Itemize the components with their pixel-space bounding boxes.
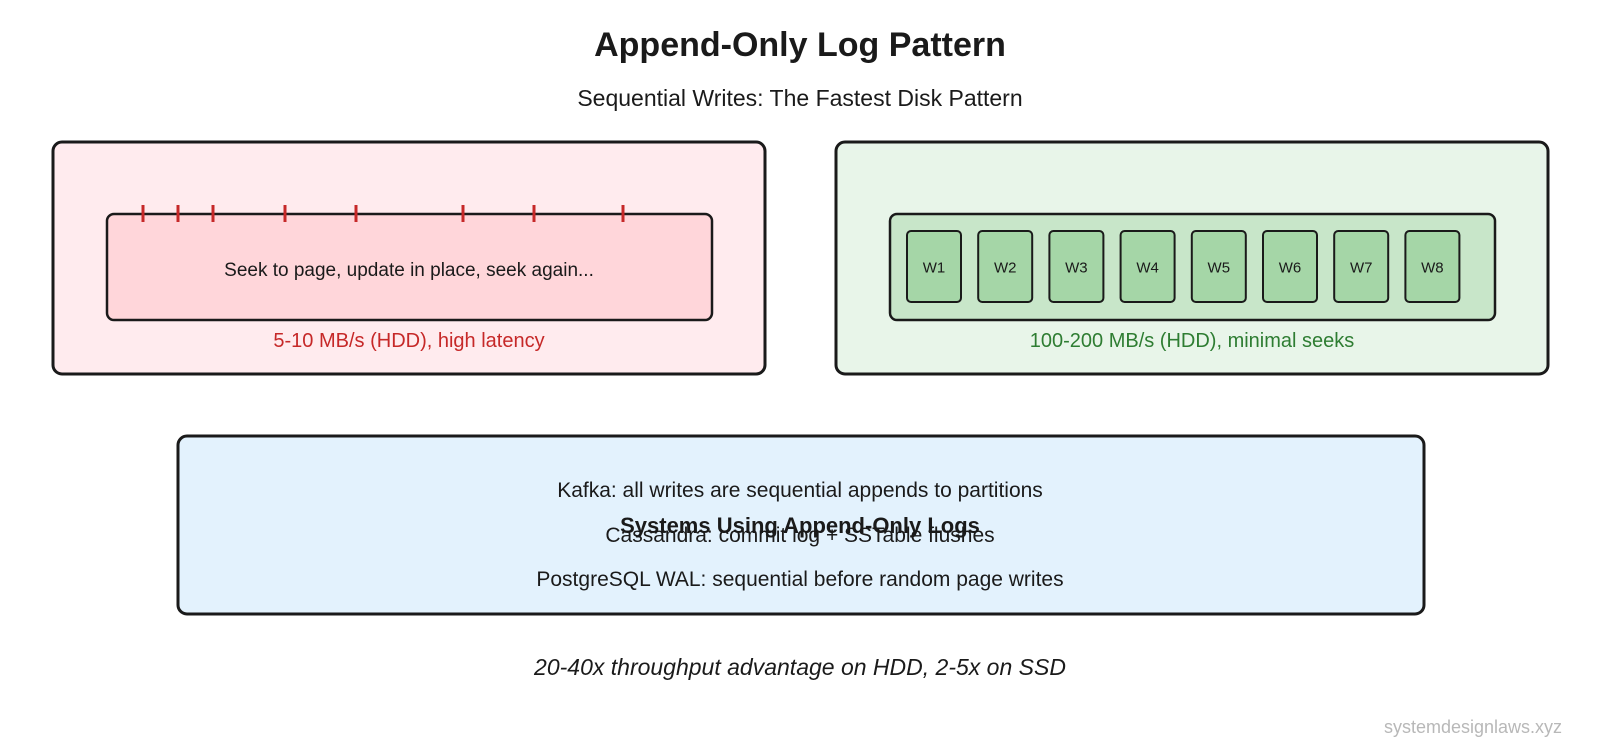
write-block: W2 <box>977 230 1034 303</box>
diagram-title: Append-Only Log Pattern <box>594 26 1006 64</box>
write-block-box <box>1119 230 1176 303</box>
random-description: Seek to page, update in place, seek agai… <box>224 260 594 281</box>
random-writes-panel: Seek to page, update in place, seek agai… <box>51 140 767 376</box>
write-block: W8 <box>1404 230 1461 303</box>
random-throughput-caption: 5-10 MB/s (HDD), high latency <box>273 330 544 352</box>
write-block-label: W7 <box>1350 260 1373 277</box>
write-block: W6 <box>1262 230 1318 303</box>
write-block-label: W6 <box>1279 260 1302 277</box>
sequential-writes-panel: W1 W2 W3 W4 W5 W6 W7 W8 100-200 MB/s (HDD), min… <box>834 140 1550 376</box>
write-block-box <box>1190 230 1247 303</box>
write-block-box <box>1333 230 1390 303</box>
seek-markers <box>141 205 625 222</box>
write-block: W1 <box>906 230 962 303</box>
write-block: W3 <box>1048 230 1105 303</box>
system-item-kafka: Kafka: all writes are sequential appends… <box>557 479 1043 502</box>
systems-panel: Kafka: all writes are sequential appends… <box>176 434 1426 616</box>
random-disk-track <box>105 212 714 322</box>
diagram-subtitle: Sequential Writes: The Fastest Disk Patt… <box>577 85 1022 111</box>
write-block-box <box>906 230 962 303</box>
write-block-box <box>1262 230 1318 303</box>
systems-panel-title: Systems Using Append-Only Logs <box>620 513 980 538</box>
write-block-label: W8 <box>1421 260 1444 277</box>
system-item-postgresql: PostgreSQL WAL: sequential before random… <box>536 568 1063 591</box>
write-block-label: W2 <box>994 260 1017 277</box>
watermark: systemdesignlaws.xyz <box>1384 717 1562 737</box>
write-block-label: W5 <box>1208 260 1231 277</box>
write-blocks: W1 W2 W3 W4 W5 W6 W7 W8 <box>906 230 1461 303</box>
system-item-cassandra: Cassandra: commit log + SSTable flushes <box>605 524 994 547</box>
systems-panel-box <box>176 434 1426 616</box>
write-block: W7 <box>1333 230 1390 303</box>
write-block-label: W1 <box>923 260 946 277</box>
write-block-box <box>1048 230 1105 303</box>
write-block: W5 <box>1190 230 1247 303</box>
write-block-label: W3 <box>1065 260 1088 277</box>
write-block: W4 <box>1119 230 1176 303</box>
sequential-throughput-caption: 100-200 MB/s (HDD), minimal seeks <box>1030 330 1355 352</box>
write-block-box <box>1404 230 1461 303</box>
write-block-box <box>977 230 1034 303</box>
footer-note: 20-40x throughput advantage on HDD, 2-5x… <box>533 654 1066 680</box>
write-block-label: W4 <box>1136 260 1159 277</box>
